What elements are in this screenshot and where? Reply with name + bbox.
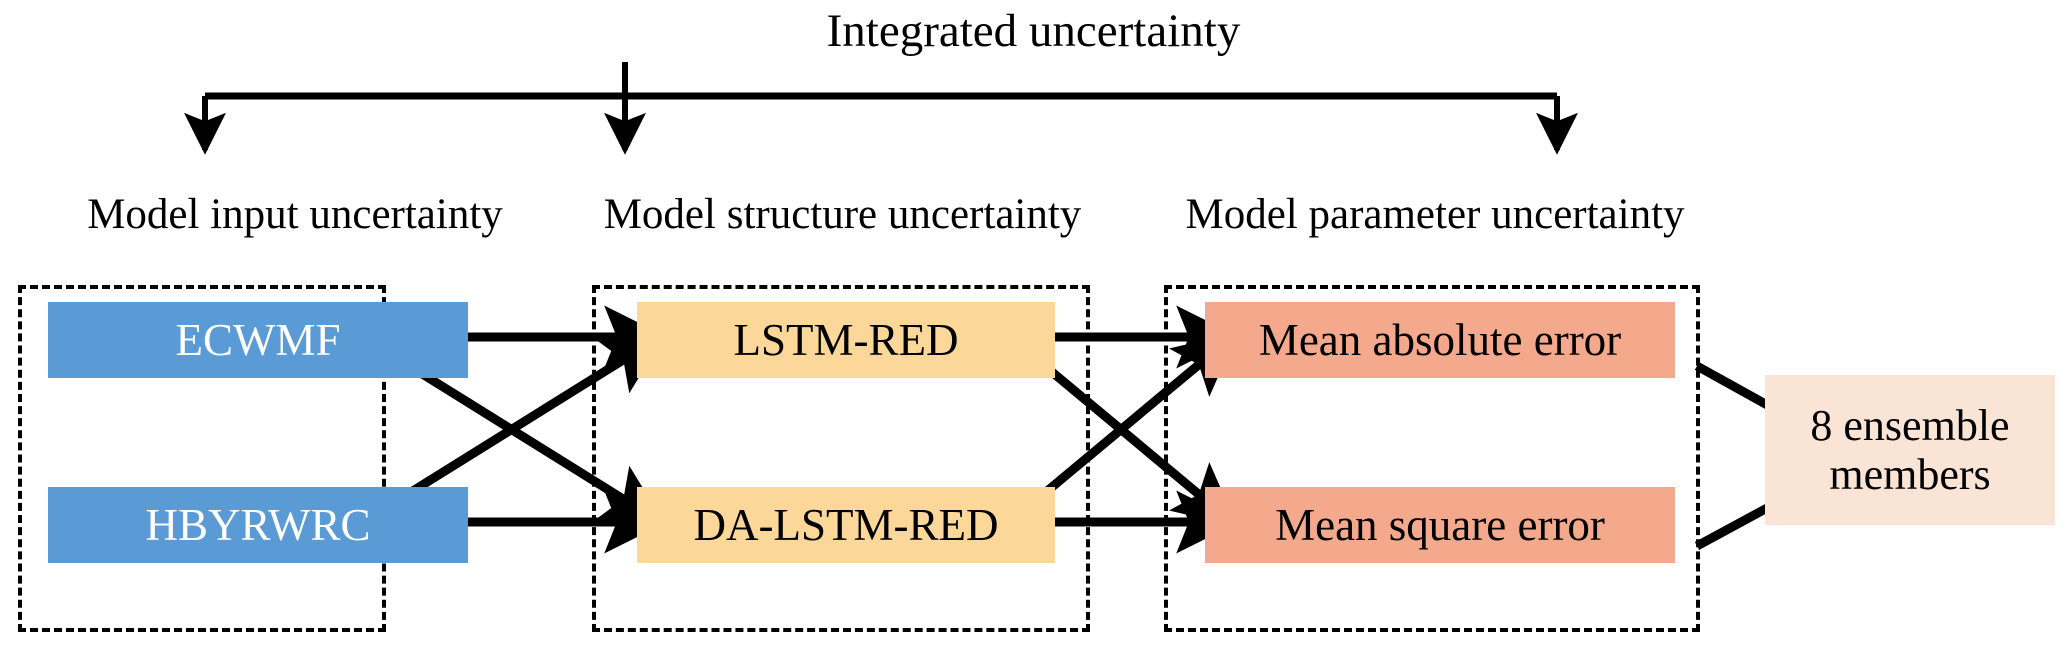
ensemble-members-line1: 8 ensemble <box>1810 400 2010 450</box>
node-lstm-red[interactable]: LSTM-RED <box>637 302 1055 378</box>
node-ensemble-members[interactable]: 8 ensemble members <box>1765 375 2055 525</box>
group-frame-model-input <box>18 285 386 632</box>
ensemble-members-line2: members <box>1829 450 1991 499</box>
group-frame-model-parameter <box>1164 285 1700 632</box>
column-label-model-parameter: Model parameter uncertainty <box>1185 191 1685 238</box>
node-hbyrwrc[interactable]: HBYRWRC <box>48 487 468 563</box>
node-mean-absolute-error[interactable]: Mean absolute error <box>1205 302 1675 378</box>
column-label-model-input: Model input uncertainty <box>87 191 503 238</box>
node-ecwmf[interactable]: ECWMF <box>48 302 468 378</box>
column-label-model-structure: Model structure uncertainty <box>603 191 1082 238</box>
title-fork-connector <box>184 62 1578 155</box>
page-title: Integrated uncertainty <box>826 5 1241 57</box>
node-da-lstm-red[interactable]: DA-LSTM-RED <box>637 487 1055 563</box>
node-mean-square-error[interactable]: Mean square error <box>1205 487 1675 563</box>
